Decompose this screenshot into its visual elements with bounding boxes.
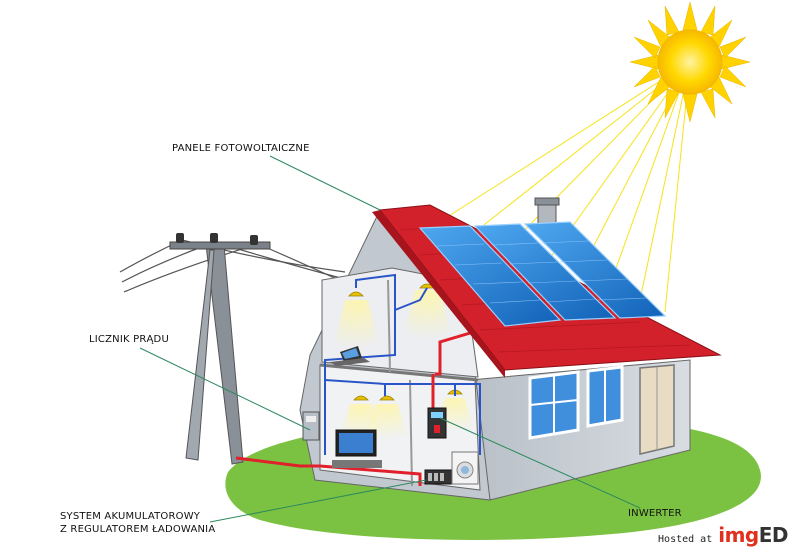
inverter-icon [427,407,447,439]
leader-lines [139,155,641,523]
electric-meter-icon [302,411,320,441]
leader-battery [209,479,427,523]
sun-icon [629,1,751,123]
watermark-logo: imgED [718,523,788,547]
tv-icon [332,429,382,468]
leader-inverter [439,417,641,509]
watermark[interactable]: Hosted at imgED [658,523,788,547]
laptop-icon [330,346,370,366]
label-battery-line2: Z REGULATOREM ŁADOWANIA [60,524,216,535]
washing-machine-icon [451,451,479,485]
label-inverter: INWERTER [628,508,682,519]
label-panels: PANELE FOTOWOLTAICZNE [172,143,310,154]
chimney [534,197,560,229]
label-battery: SYSTEM AKUMULATOROWY Z REGULATOREM ŁADOW… [60,510,215,536]
ac-wiring [324,273,481,455]
label-battery-line1: SYSTEM AKUMULATOROWY [60,511,201,522]
label-meter: LICZNIK PRĄDU [89,334,169,345]
utility-pole [169,233,271,465]
leader-panels [269,155,381,211]
solar-panels [418,221,667,327]
battery-icon [424,469,454,485]
leader-meter [139,347,311,431]
roof-edge [372,210,505,378]
windows [528,365,624,440]
watermark-prefix: Hosted at [658,534,713,545]
ceiling-lamps [333,283,475,440]
door [639,364,675,455]
